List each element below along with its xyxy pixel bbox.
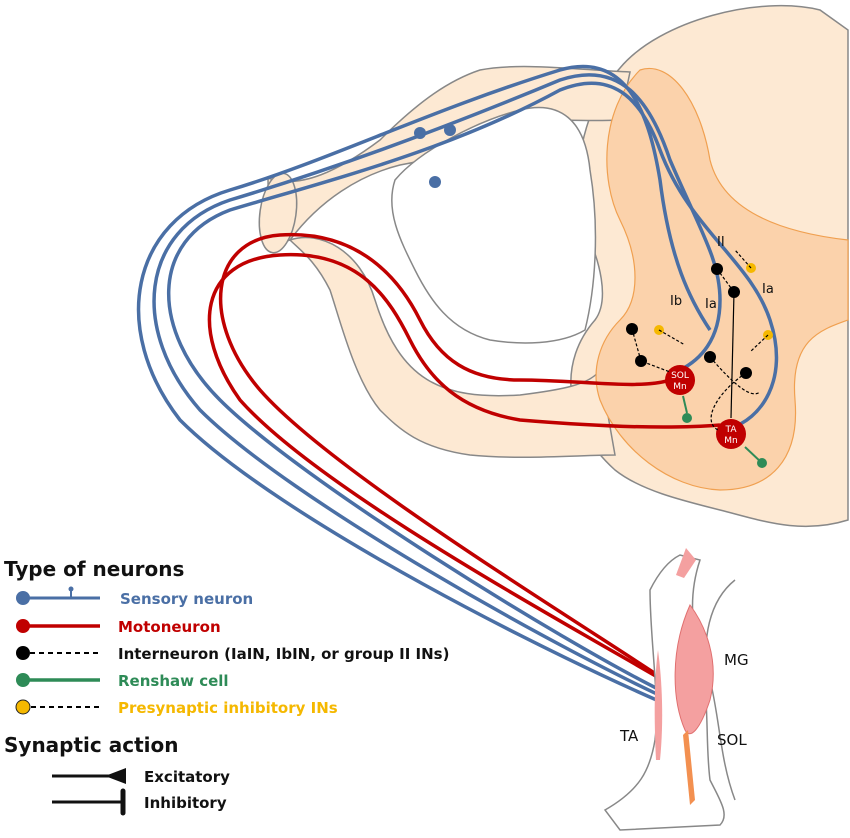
ta-mn-label-2: Mn — [724, 436, 737, 446]
legend-item-interneuron: Interneuron (IaIN, IbIN, or group II INs… — [16, 645, 449, 663]
legend-item-inhibitory: Inhibitory — [52, 788, 227, 816]
sol-mn-label-2: Mn — [673, 382, 686, 392]
ta-mn-label-1: TA — [725, 425, 738, 435]
ganglion-cell-body — [414, 127, 426, 139]
legend-neuron-types-title: Type of neurons — [4, 557, 184, 581]
ta-muscle — [654, 650, 663, 760]
legend-label-presynaptic: Presynaptic inhibitory INs — [118, 699, 338, 717]
legend-item-renshaw: Renshaw cell — [16, 672, 229, 690]
ganglion-cell-body — [429, 176, 441, 188]
legend-label-inhibitory: Inhibitory — [144, 794, 227, 812]
renshaw-cell — [682, 413, 692, 423]
ta-motoneuron — [716, 419, 746, 449]
muscle-label-mg: MG — [724, 651, 749, 669]
legend-label-renshaw: Renshaw cell — [118, 672, 229, 690]
legend-label-interneuron: Interneuron (IaIN, IbIN, or group II INs… — [118, 645, 449, 663]
legend-label-sensory: Sensory neuron — [120, 590, 253, 608]
ventral-root — [288, 236, 616, 458]
fiber-label-ia-right: Ia — [762, 282, 774, 297]
mg-muscle — [674, 604, 714, 735]
sol-motoneuron — [665, 365, 695, 395]
sol-mn-label-1: SOL — [671, 371, 689, 381]
ganglion-cell-body — [444, 124, 456, 136]
muscle-label-ta: TA — [619, 727, 639, 745]
leg-illustration — [603, 548, 736, 831]
muscle-label-sol: SOL — [717, 731, 747, 749]
ganglion-cells — [414, 124, 456, 188]
sensory-fibers — [136, 64, 779, 712]
legend-item-motoneuron: Motoneuron — [16, 618, 221, 636]
legend-label-excitatory: Excitatory — [144, 768, 230, 786]
legend-item-sensory: Sensory neuron — [16, 586, 253, 608]
legend-synaptic-title: Synaptic action — [4, 733, 178, 757]
fiber-label-ii: II — [717, 235, 725, 250]
fiber-label-ia-left: Ia — [705, 297, 717, 312]
legend-label-motoneuron: Motoneuron — [118, 618, 221, 636]
legend-item-presynaptic: Presynaptic inhibitory INs — [15, 699, 338, 717]
fiber-label-ib: Ib — [670, 294, 682, 309]
legend-item-excitatory: Excitatory — [52, 768, 230, 786]
motor-fibers — [207, 232, 721, 692]
